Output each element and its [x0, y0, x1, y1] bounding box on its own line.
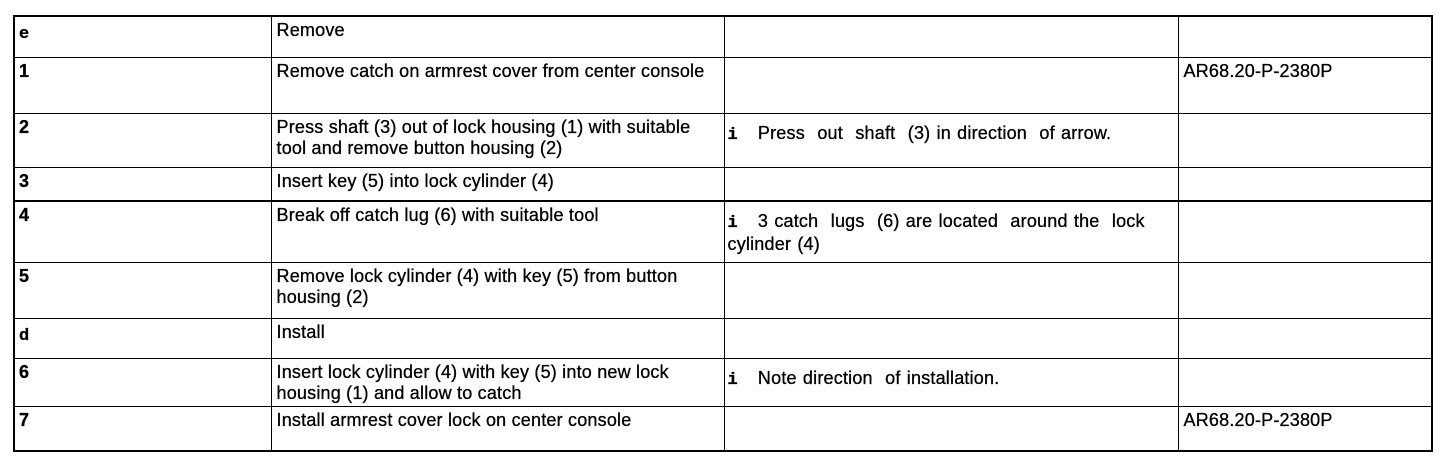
description-cell: Break off catch lug (6) with suitable to… — [270, 200, 725, 263]
description-cell: Insert lock cylinder (4) with key (5) in… — [270, 357, 725, 407]
reference-cell — [1177, 166, 1433, 202]
reference-cell: AR68.20-P-2380P — [1177, 56, 1433, 114]
step-number: 3 — [19, 170, 30, 191]
reference-cell — [1177, 112, 1433, 168]
step-cell: 3 — [13, 166, 272, 202]
table-row: 3 Insert key (5) into lock cylinder (4) — [13, 166, 1433, 202]
step-cell: e — [13, 15, 272, 58]
step-description: Install armrest cover lock on center con… — [276, 409, 632, 430]
step-cell: 4 — [13, 200, 272, 263]
step-cell: 5 — [13, 261, 272, 319]
step-number: 2 — [19, 116, 30, 137]
step-description: Insert lock cylinder (4) with key (5) in… — [276, 361, 669, 403]
description-cell: Remove lock cylinder (4) with key (5) fr… — [270, 261, 725, 319]
description-cell: Install armrest cover lock on center con… — [270, 405, 725, 452]
note-cell — [723, 261, 1179, 319]
step-number: 5 — [19, 265, 30, 286]
install-symbol-icon: d — [19, 326, 30, 346]
step-cell: 6 — [13, 357, 272, 407]
note-cell — [723, 166, 1179, 202]
reference-code: AR68.20-P-2380P — [1183, 409, 1333, 430]
table-row: 6 Insert lock cylinder (4) with key (5) … — [13, 357, 1433, 407]
step-description: Press shaft (3) out of lock housing (1) … — [276, 116, 691, 158]
step-cell: 2 — [13, 112, 272, 168]
description-cell: Remove — [270, 15, 725, 58]
remove-symbol-icon: e — [19, 25, 30, 44]
step-number: 4 — [19, 205, 30, 225]
info-icon: i — [727, 214, 738, 233]
step-cell: 1 — [13, 56, 272, 114]
info-icon: i — [727, 125, 738, 145]
reference-cell — [1177, 200, 1433, 263]
step-description: Install — [276, 321, 325, 342]
description-cell: Insert key (5) into lock cylinder (4) — [270, 166, 725, 202]
step-number: 1 — [19, 60, 30, 81]
step-description: Remove lock cylinder (4) with key (5) fr… — [276, 265, 678, 307]
step-description: Insert key (5) into lock cylinder (4) — [276, 170, 554, 191]
reference-cell — [1177, 317, 1433, 359]
table-row: 4 Break off catch lug (6) with suitable … — [13, 200, 1433, 263]
description-cell: Press shaft (3) out of lock housing (1) … — [270, 112, 725, 168]
reference-cell — [1177, 261, 1433, 319]
step-cell: d — [13, 317, 272, 359]
description-cell: Install — [270, 317, 725, 359]
step-description: Remove — [276, 20, 345, 40]
table-row: e Remove — [13, 15, 1433, 58]
note-text: Note direction of installation. — [757, 367, 1000, 388]
step-number: 6 — [19, 361, 30, 382]
note-cell — [723, 317, 1179, 359]
note-cell: i Press out shaft (3) in direction of arr… — [723, 112, 1179, 168]
procedure-table: e Remove 1 Remove catch on armrest cover… — [13, 15, 1433, 452]
reference-cell — [1177, 357, 1433, 407]
step-description: Remove catch on armrest cover from cente… — [276, 60, 705, 81]
step-description: Break off catch lug (6) with suitable to… — [276, 205, 599, 225]
note-text: 3 catch lugs (6) are located around the … — [727, 211, 1151, 254]
table-row: 5 Remove lock cylinder (4) with key (5) … — [13, 261, 1433, 319]
note-cell — [723, 15, 1179, 58]
reference-code: AR68.20-P-2380P — [1183, 60, 1333, 81]
note-cell: i Note direction of installation. — [723, 357, 1179, 407]
info-icon: i — [727, 370, 738, 390]
description-cell: Remove catch on armrest cover from cente… — [270, 56, 725, 114]
reference-cell: AR68.20-P-2380P — [1177, 405, 1433, 452]
note-cell — [723, 56, 1179, 114]
note-cell — [723, 405, 1179, 452]
table-row: 2 Press shaft (3) out of lock housing (1… — [13, 112, 1433, 168]
reference-cell — [1177, 15, 1433, 58]
table-row: 1 Remove catch on armrest cover from cen… — [13, 56, 1433, 114]
table-row: 7 Install armrest cover lock on center c… — [13, 405, 1433, 452]
note-text: Press out shaft (3) in direction of arro… — [757, 122, 1112, 143]
step-cell: 7 — [13, 405, 272, 452]
table-row: d Install — [13, 317, 1433, 359]
step-number: 7 — [19, 409, 30, 430]
